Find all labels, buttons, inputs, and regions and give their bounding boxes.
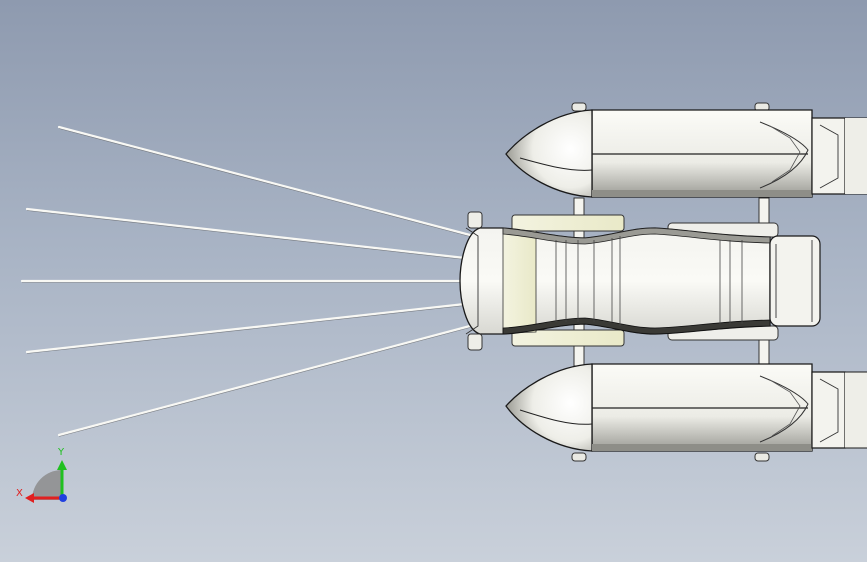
antenna-wire-4 [25, 302, 467, 354]
coordinate-triad-icon: Y X [16, 447, 67, 503]
booster-tank-bottom[interactable] [505, 363, 867, 462]
x-axis-label: X [16, 488, 23, 499]
antenna-wire-2 [25, 207, 467, 260]
booster-tank-top[interactable] [505, 102, 867, 198]
antenna-wire-5 [57, 324, 472, 437]
antenna-wires [20, 125, 472, 437]
antenna-wire-1 [57, 125, 472, 237]
core-body[interactable] [459, 211, 821, 351]
y-axis-label: Y [57, 447, 65, 458]
